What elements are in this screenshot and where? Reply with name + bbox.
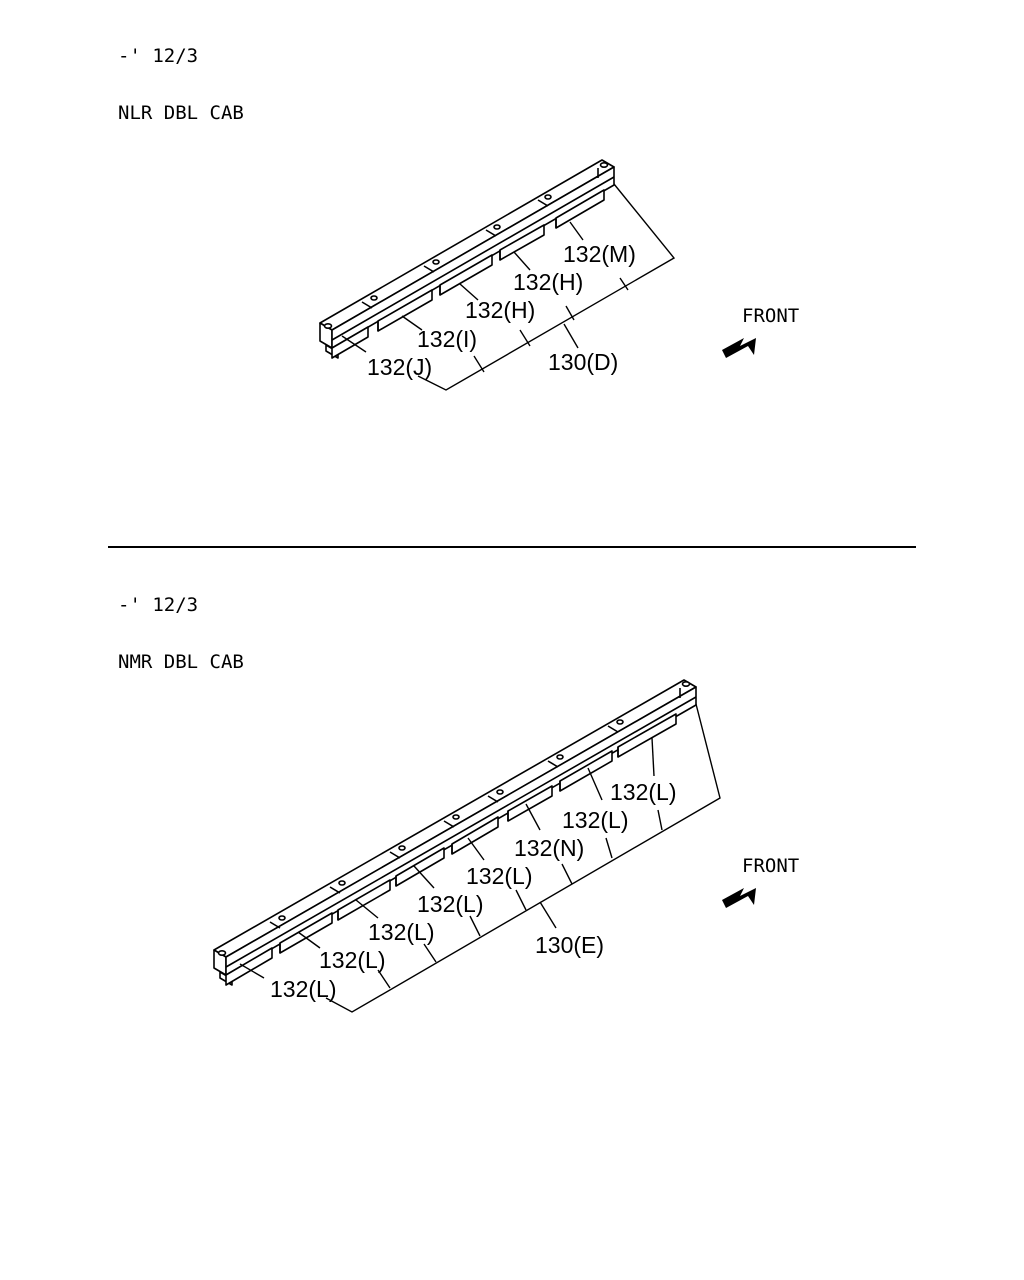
- bottom-date-range: -' 12/3: [118, 594, 199, 616]
- callout-132-m: 132(M): [563, 241, 636, 267]
- bottom-rail-drawing: [213, 679, 697, 986]
- top-callouts: 132(M) 132(H) 132(H) 132(I) 132(J) 130(D…: [367, 241, 636, 380]
- top-assembly-figure: 132(M) 132(H) 132(H) 132(I) 132(J) 130(D…: [319, 159, 799, 391]
- top-leader-lines: [341, 183, 676, 391]
- top-date-range: -' 12/3: [118, 45, 199, 67]
- top-front-label: FRONT: [742, 305, 799, 327]
- callout-132-l-7: 132(L): [270, 976, 336, 1002]
- bottom-callouts: 132(L) 132(L) 132(N) 132(L) 132(L) 132(L…: [270, 779, 676, 1002]
- bottom-leader-lines: [239, 703, 721, 1013]
- callout-132-l-3: 132(L): [466, 863, 532, 889]
- callout-132-l-2: 132(L): [562, 807, 628, 833]
- bottom-section-header: -' 12/3 NMR DBL CAB: [118, 558, 244, 691]
- callout-130-d: 130(D): [548, 349, 618, 375]
- bottom-front-arrow-icon: [722, 888, 756, 908]
- bottom-front-label: FRONT: [742, 855, 799, 877]
- top-model-name: NLR DBL CAB: [118, 102, 244, 124]
- callout-132-h-upper: 132(H): [513, 269, 583, 295]
- callout-132-h-lower: 132(H): [465, 297, 535, 323]
- callout-132-n: 132(N): [514, 835, 584, 861]
- section-divider: [108, 546, 916, 548]
- top-front-arrow-icon: [722, 338, 756, 358]
- top-section-header: -' 12/3 NLR DBL CAB: [118, 9, 244, 142]
- callout-132-l-6: 132(L): [319, 947, 385, 973]
- top-rail-drawing: [319, 159, 615, 359]
- callout-132-l-5: 132(L): [368, 919, 434, 945]
- callout-132-i: 132(I): [417, 326, 477, 352]
- callout-132-j: 132(J): [367, 354, 432, 380]
- bottom-model-name: NMR DBL CAB: [118, 651, 244, 673]
- callout-130-e: 130(E): [535, 932, 604, 958]
- callout-132-l-1: 132(L): [610, 779, 676, 805]
- callout-132-l-4: 132(L): [417, 891, 483, 917]
